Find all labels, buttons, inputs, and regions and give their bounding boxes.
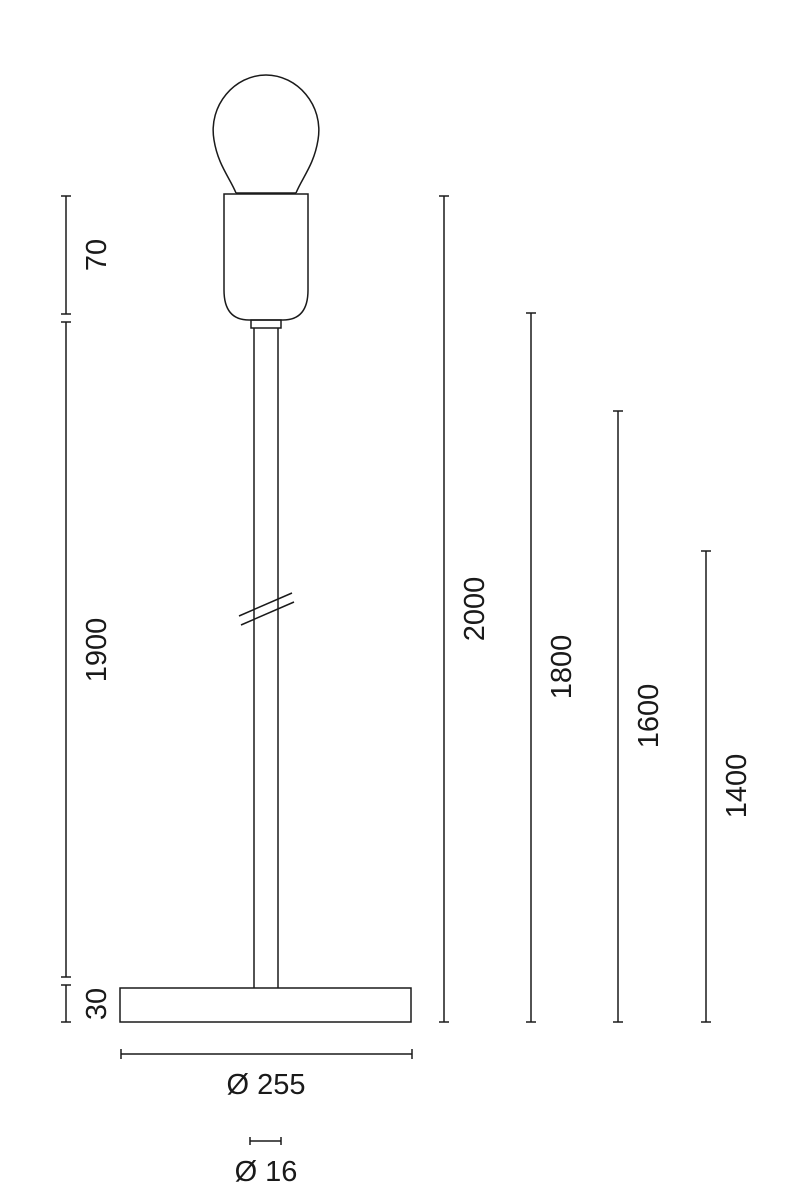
lamp-base [119,987,412,1023]
height-1400-label: 1400 [721,754,753,819]
socket-collar [250,319,282,329]
height-1800-label: 1800 [546,635,578,700]
socket-outline [223,193,309,321]
dim-30-label: 30 [81,988,113,1020]
bulb-outline [212,74,320,194]
base-diameter-label: Ø 255 [227,1069,306,1101]
stem-break-mark-1 [238,592,293,617]
dim-70-label: 70 [81,239,113,271]
height-1600-label: 1600 [633,684,665,749]
dim-1900-label: 1900 [81,618,113,683]
stem-break-mark-2 [240,601,295,626]
stem-diameter-label: Ø 16 [235,1156,298,1188]
height-2000-label: 2000 [459,577,491,642]
